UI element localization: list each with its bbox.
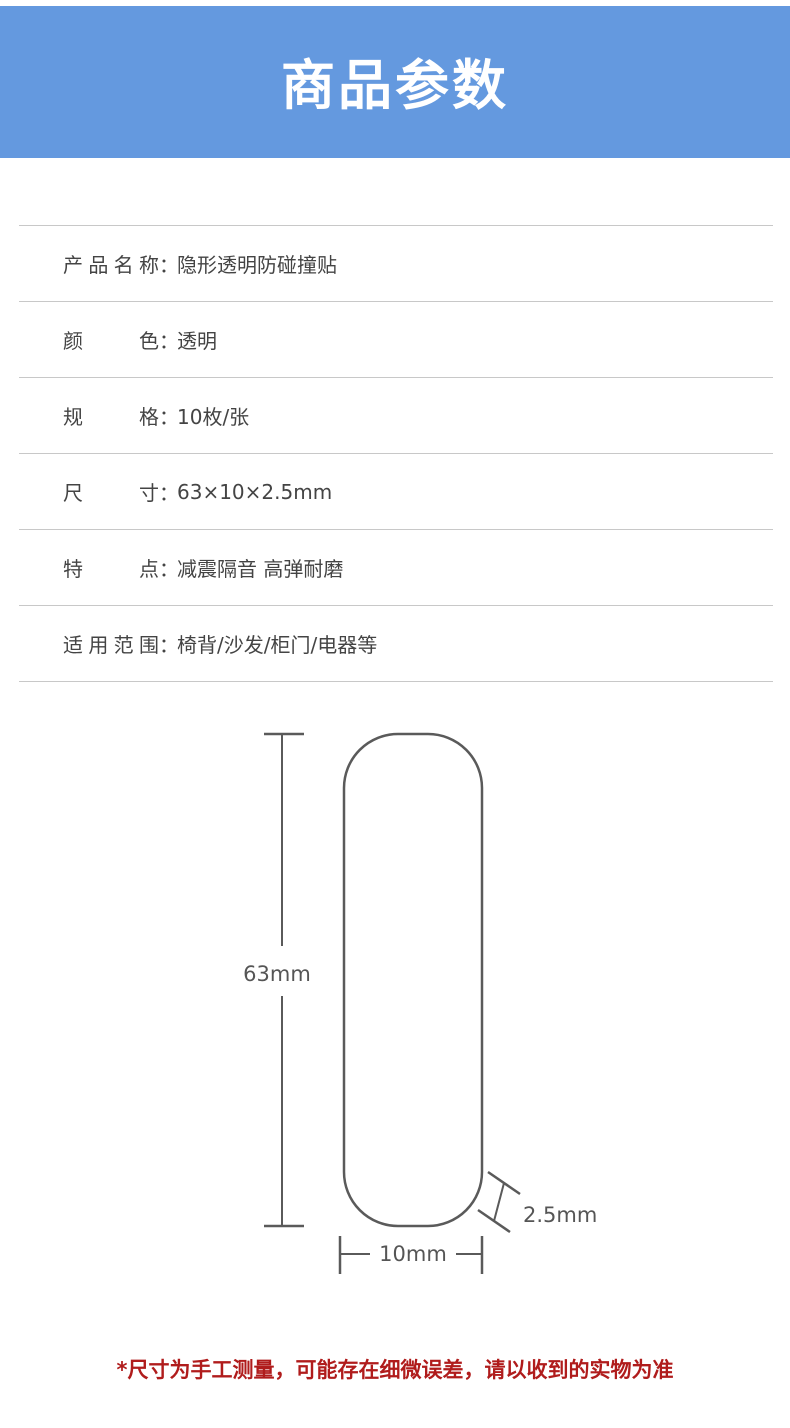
spec-value: 透明 [177, 329, 217, 353]
spec-table: 产品名称：隐形透明防碰撞贴 颜色：透明 规格：10枚/张 尺寸：63×10×2.… [19, 225, 773, 682]
spec-value: 隐形透明防碰撞贴 [177, 253, 337, 277]
spec-row-spec: 规格：10枚/张 [19, 378, 773, 454]
measurement-note: *尺寸为手工测量，可能存在细微误差，请以收到的实物为准 [116, 1358, 674, 1382]
spec-label: 适用范围 [63, 633, 159, 657]
spec-row-usage: 适用范围：椅背/沙发/柜门/电器等 [19, 606, 773, 682]
spec-row-features: 特点：减震隔音 高弹耐磨 [19, 530, 773, 606]
spec-colon: ： [159, 329, 179, 353]
spec-colon: ： [159, 633, 179, 657]
thickness-dimension: 2.5mm [477, 1170, 597, 1234]
spec-label: 规格 [63, 405, 159, 429]
spec-colon: ： [159, 557, 179, 581]
page-title: 商品参数 [281, 53, 509, 117]
spec-row-size: 尺寸：63×10×2.5mm [19, 454, 773, 530]
spec-label: 颜色 [63, 329, 159, 353]
spec-value: 10枚/张 [177, 405, 250, 429]
spec-value: 63×10×2.5mm [177, 479, 333, 504]
height-label: 63mm [243, 962, 311, 986]
spec-row-color: 颜色：透明 [19, 302, 773, 378]
height-dimension: 63mm [243, 732, 311, 1228]
width-dimension: 10mm [338, 1236, 484, 1274]
spec-label: 尺寸 [63, 481, 159, 505]
spec-colon: ： [159, 253, 179, 277]
spec-value: 椅背/沙发/柜门/电器等 [177, 633, 378, 657]
thickness-label: 2.5mm [523, 1203, 597, 1227]
spec-label: 产品名称 [63, 253, 159, 277]
product-outline [342, 732, 484, 1228]
spec-label: 特点 [63, 557, 159, 581]
thickness-line [493, 1182, 505, 1222]
spec-value: 减震隔音 高弹耐磨 [177, 557, 344, 581]
spec-row-name: 产品名称：隐形透明防碰撞贴 [19, 226, 773, 302]
spec-colon: ： [159, 481, 179, 505]
header-banner: 商品参数 [0, 6, 790, 158]
spec-colon: ： [159, 405, 179, 429]
width-label: 10mm [379, 1242, 447, 1266]
